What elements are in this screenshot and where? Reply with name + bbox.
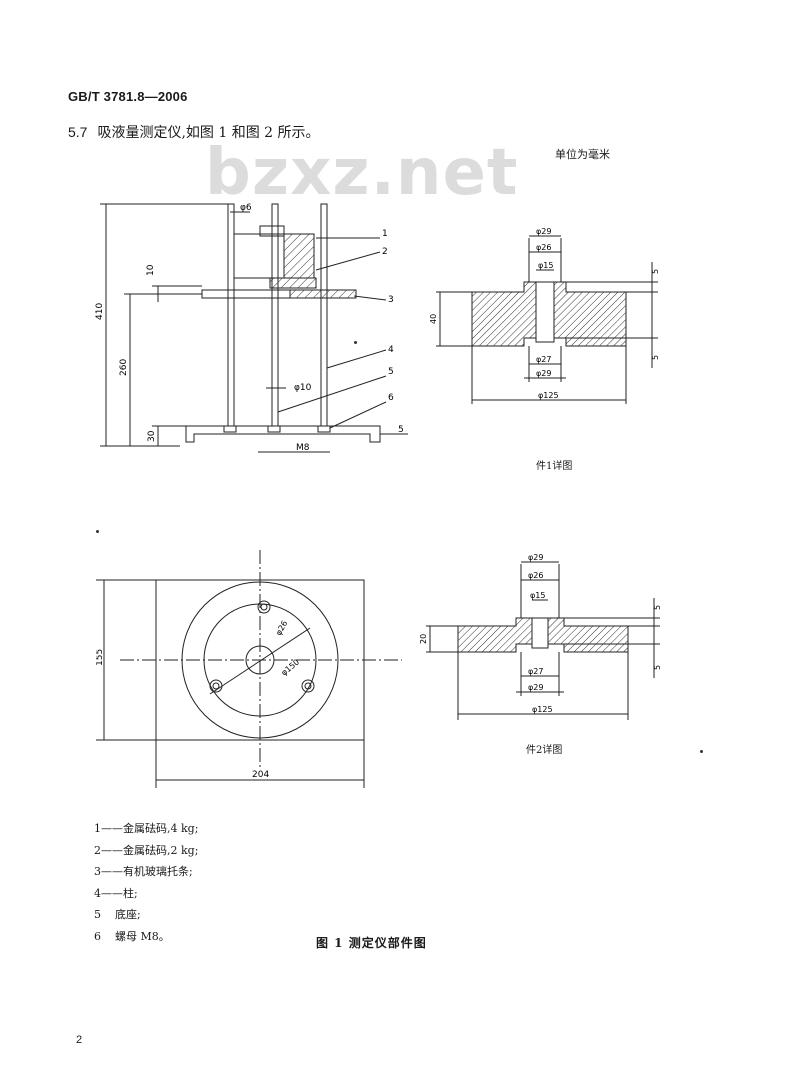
p2-dim-5a: 5 bbox=[653, 605, 662, 610]
part2-detail-drawing: φ29 φ26 φ15 φ27 φ29 φ125 20 5 5 bbox=[419, 553, 662, 720]
p1-dim-phi27: φ27 bbox=[536, 355, 551, 364]
callout-2: 2 bbox=[382, 247, 388, 257]
p2-dim-20: 20 bbox=[419, 634, 428, 644]
assembly-drawing: φ6 410 10 260 30 φ10 M8 5 1 2 3 4 5 6 bbox=[95, 203, 408, 453]
p1-dim-5a: 5 bbox=[651, 269, 660, 274]
callout-6: 6 bbox=[388, 393, 394, 403]
p1-dim-40: 40 bbox=[429, 314, 438, 324]
plan-dim-phi26: φ26 bbox=[274, 619, 290, 637]
legend-item: 4——柱; bbox=[94, 886, 138, 900]
p2-dim-phi29-bottom: φ29 bbox=[528, 683, 543, 692]
dim-5: 5 bbox=[398, 425, 404, 435]
figure-caption: 图 1 测定仪部件图 bbox=[316, 936, 427, 950]
watermark: bzxz.net bbox=[205, 136, 519, 210]
plan-dim-204: 204 bbox=[252, 770, 269, 780]
dim-260: 260 bbox=[119, 359, 129, 376]
page-number: 2 bbox=[76, 1034, 83, 1046]
p1-dim-phi29-bottom: φ29 bbox=[536, 369, 551, 378]
unit-note: 单位为毫米 bbox=[555, 148, 610, 161]
part1-detail-drawing: φ29 φ26 φ15 φ27 φ29 φ125 40 5 5 bbox=[429, 227, 660, 404]
standard-number: GB/T 3781.8—2006 bbox=[68, 89, 188, 104]
p2-dim-phi29-top: φ29 bbox=[528, 553, 543, 562]
scan-speck bbox=[700, 750, 703, 753]
legend-item: 1——金属砝码,4 kg; bbox=[94, 822, 199, 835]
legend-item: 5 底座; bbox=[94, 908, 141, 921]
p1-dim-phi29-top: φ29 bbox=[536, 227, 551, 236]
section-number: 5.7 bbox=[68, 124, 88, 140]
dim-30: 30 bbox=[147, 430, 157, 442]
scan-speck bbox=[96, 530, 99, 533]
p1-dim-5b: 5 bbox=[651, 355, 660, 360]
callout-5: 5 bbox=[388, 367, 394, 377]
dim-phi10: φ10 bbox=[294, 383, 312, 393]
dim-410: 410 bbox=[95, 303, 105, 320]
legend-item: 2——金属砝码,2 kg; bbox=[94, 843, 199, 857]
scan-speck bbox=[354, 341, 357, 344]
legend-item: 6 螺母 M8。 bbox=[94, 929, 170, 943]
dim-m8: M8 bbox=[296, 443, 310, 453]
section-text: 吸液量测定仪,如图 1 和图 2 所示。 bbox=[97, 125, 320, 141]
p1-dim-phi26: φ26 bbox=[536, 243, 551, 252]
p1-dim-phi125: φ125 bbox=[538, 391, 559, 400]
p1-dim-phi15: φ15 bbox=[538, 261, 553, 270]
p2-dim-phi26: φ26 bbox=[528, 571, 543, 580]
section-heading: 5.7 吸液量测定仪,如图 1 和图 2 所示。 bbox=[68, 122, 320, 142]
dim-phi6: φ6 bbox=[240, 203, 252, 213]
dim-10: 10 bbox=[146, 264, 156, 276]
legend-item: 3——有机玻璃托条; bbox=[94, 865, 193, 878]
p2-dim-phi15: φ15 bbox=[530, 591, 545, 600]
p2-dim-5b: 5 bbox=[653, 665, 662, 670]
p2-dim-phi27: φ27 bbox=[528, 667, 543, 676]
callout-4: 4 bbox=[388, 345, 394, 355]
callout-1: 1 bbox=[382, 229, 388, 239]
part2-caption: 件2详图 bbox=[526, 745, 563, 756]
plan-view-drawing: φ26 φ150 155 204 bbox=[96, 550, 402, 788]
callout-3: 3 bbox=[388, 295, 394, 305]
legend: 1——金属砝码,4 kg; 2——金属砝码,2 kg; 3——有机玻璃托条; 4… bbox=[94, 818, 198, 947]
p2-dim-phi125: φ125 bbox=[532, 705, 553, 714]
plan-dim-155: 155 bbox=[96, 649, 105, 666]
part1-caption: 件1详图 bbox=[536, 461, 573, 472]
